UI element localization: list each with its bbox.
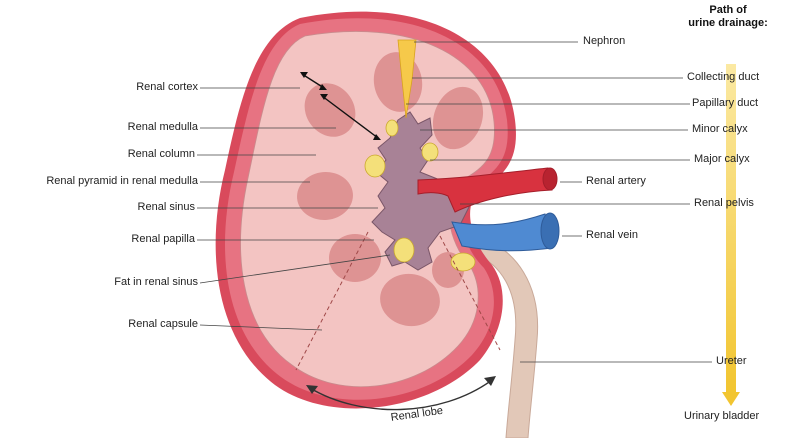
label-renal-medulla: Renal medulla — [40, 121, 198, 134]
label-major-calyx: Major calyx — [694, 153, 750, 166]
drainage-path-bar — [726, 64, 736, 394]
label-nephron: Nephron — [583, 35, 625, 48]
label-collecting-duct: Collecting duct — [687, 71, 759, 84]
drainage-path-arrowhead — [722, 392, 740, 406]
renal-artery-opening — [543, 168, 557, 190]
label-papillary-duct: Papillary duct — [692, 97, 758, 110]
label-minor-calyx: Minor calyx — [692, 123, 748, 136]
label-ureter: Ureter — [716, 355, 747, 368]
label-renal-papilla: Renal papilla — [40, 233, 195, 246]
drainage-path-header: Path of urine drainage: — [672, 4, 784, 30]
renal-vein-opening — [541, 213, 559, 249]
label-urinary-bladder: Urinary bladder — [684, 410, 759, 423]
label-renal-capsule: Renal capsule — [40, 318, 198, 331]
label-renal-pyramid: Renal pyramid in renal medulla — [0, 175, 198, 188]
label-renal-artery: Renal artery — [586, 175, 646, 188]
label-renal-sinus: Renal sinus — [40, 201, 195, 214]
label-renal-cortex: Renal cortex — [40, 81, 198, 94]
drainage-header-line1: Path of — [672, 4, 784, 17]
label-fat-in-renal-sinus: Fat in renal sinus — [40, 276, 198, 289]
label-renal-pelvis: Renal pelvis — [694, 197, 754, 210]
label-renal-column: Renal column — [40, 148, 195, 161]
drainage-header-line2: urine drainage: — [672, 17, 784, 30]
label-renal-vein: Renal vein — [586, 229, 638, 242]
